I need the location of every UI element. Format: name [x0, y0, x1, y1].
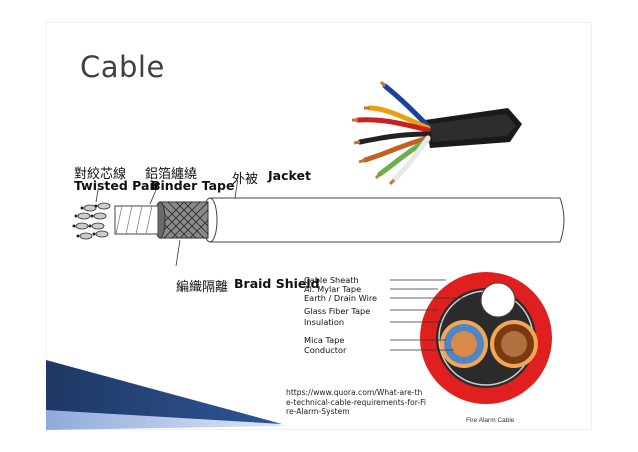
- twisted-pair-label: Twisted Pair: [74, 178, 160, 193]
- binder-tape-label-cjk: 鋁箔纏繞: [145, 167, 198, 182]
- cable-photo: [352, 80, 522, 186]
- cable-cutaway-diagram: [72, 180, 565, 267]
- decorative-swoosh: [46, 360, 286, 430]
- slide-title: Cable: [80, 50, 165, 84]
- twisted-pair-label-cjk: 對絞芯線: [74, 167, 127, 182]
- fire-label-conductor: Conductor: [304, 345, 347, 355]
- fire-alarm-cable-cross-section: [390, 272, 552, 404]
- source-url[interactable]: https://www.quora.com/What-are-the-techn…: [286, 388, 426, 416]
- fire-label-cable-sheath: Cable Sheath: [304, 275, 359, 285]
- fire-label-insulation: Insulation: [304, 317, 345, 327]
- fire-label-mylar-tape: Al. Mylar Tape: [304, 284, 362, 294]
- fire-label-drain-wire: Earth / Drain Wire: [304, 293, 378, 303]
- fire-label-mica-tape: Mica Tape: [304, 335, 345, 345]
- fire-label-glass-fiber: Glass Fiber Tape: [304, 306, 371, 316]
- binder-tape-label: Binder Tape: [151, 178, 235, 193]
- jacket-label: Jacket: [268, 168, 311, 183]
- fire-alarm-cable-caption: Fire Alarm Cable: [466, 417, 515, 424]
- jacket-label-cjk: 外被: [232, 172, 259, 187]
- braid-shield-label: Braid Shield: [234, 276, 320, 291]
- braid-shield-label-cjk: 編織隔離: [176, 280, 229, 295]
